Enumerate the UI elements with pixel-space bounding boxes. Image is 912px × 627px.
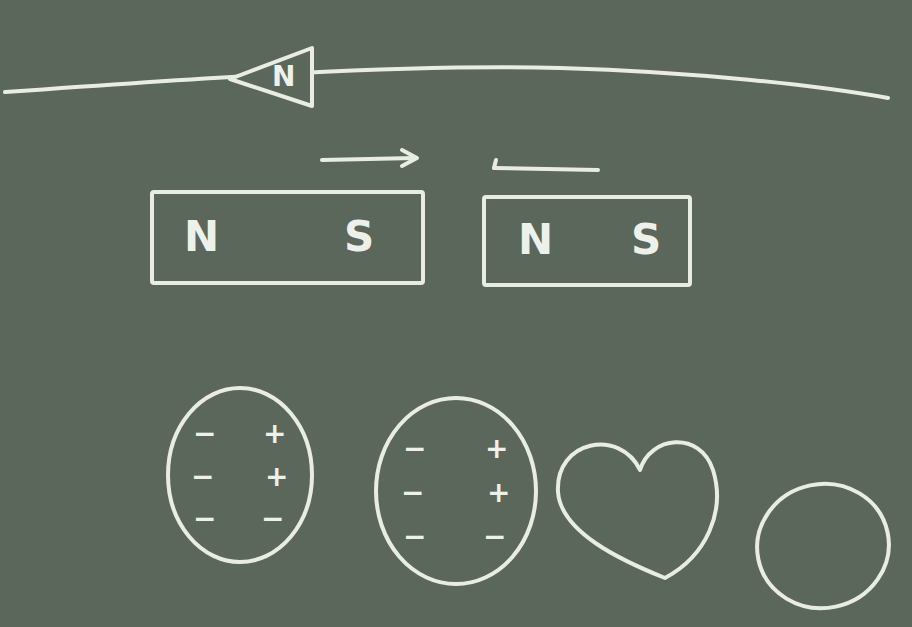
pole-label: N — [272, 63, 295, 91]
bar-magnet: NS — [482, 195, 692, 287]
charge-sign: + — [487, 479, 510, 507]
charge-sign: − — [403, 435, 426, 463]
arrow-head — [402, 150, 417, 166]
pole-label: N — [518, 219, 553, 261]
charge-sign: − — [483, 523, 506, 551]
charge-sign: − — [261, 505, 284, 533]
charged-sphere: − − − + + − — [165, 385, 315, 565]
charged-sphere: − − − + + − — [373, 395, 539, 587]
wire — [5, 67, 888, 98]
compass-needle: N — [228, 46, 316, 108]
neutral-ellipse — [746, 472, 901, 621]
motion-arrow — [322, 158, 415, 160]
charged-sphere-outline — [373, 395, 539, 587]
pole-label: N — [184, 216, 219, 258]
sphere-outline — [168, 388, 312, 562]
charge-sign: − — [193, 420, 216, 448]
heart-shape — [558, 442, 717, 578]
motion-arrow — [494, 168, 598, 170]
sphere-outline — [376, 398, 536, 584]
charge-sign: − — [191, 463, 214, 491]
bar-magnet: NS — [150, 190, 425, 285]
charge-sign: + — [263, 420, 286, 448]
charged-sphere-outline — [165, 385, 315, 565]
charge-sign: − — [401, 479, 424, 507]
charge-sign: + — [265, 463, 288, 491]
pole-label: S — [631, 219, 661, 261]
charge-sign: + — [485, 435, 508, 463]
charge-sign: − — [193, 505, 216, 533]
arrow-tick — [494, 160, 496, 168]
charge-sign: − — [403, 523, 426, 551]
needle-triangle — [230, 48, 312, 106]
pole-label: S — [344, 216, 374, 258]
